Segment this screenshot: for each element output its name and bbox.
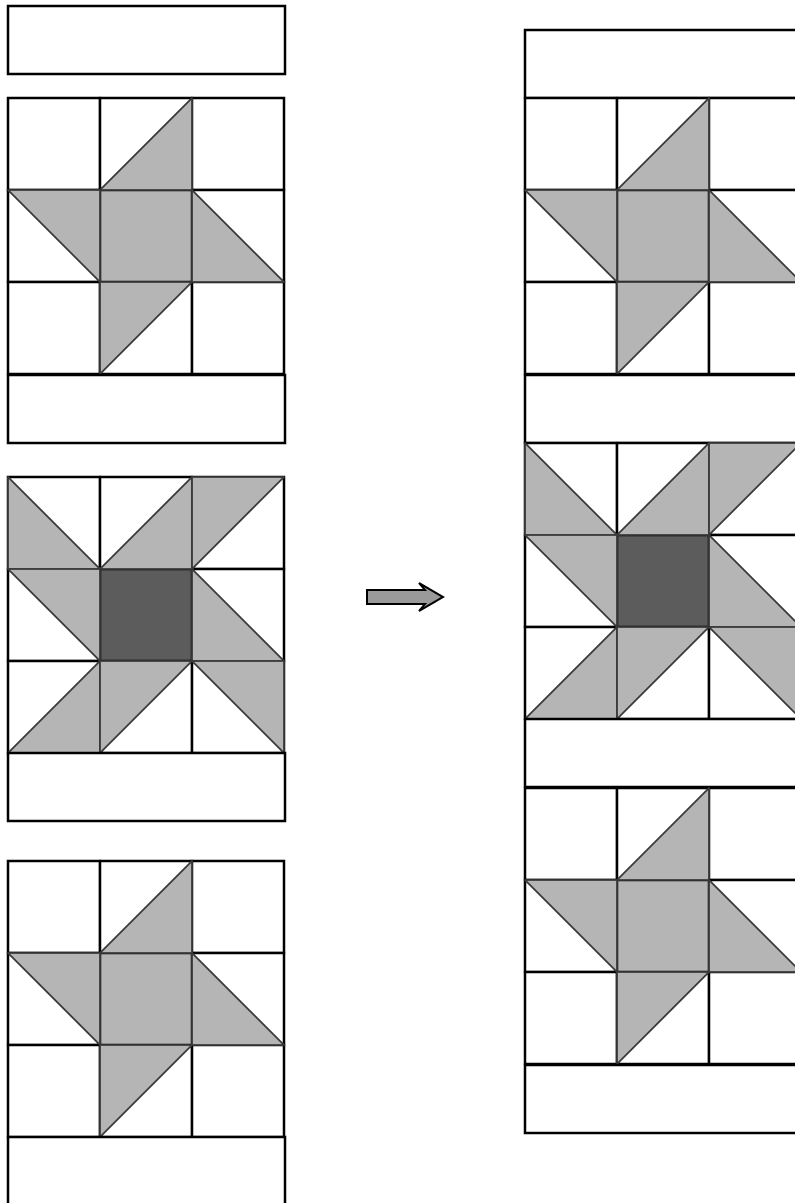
sashing-strip [8, 753, 285, 821]
block-cell [525, 282, 617, 374]
quilt-block-pinwheel-star-dark-center [8, 477, 284, 753]
block-cell [709, 788, 795, 880]
dark-center-square [100, 569, 192, 661]
block-cell [192, 1045, 284, 1137]
light-center-square [100, 953, 192, 1045]
block-cell [192, 861, 284, 953]
sashing-strip [525, 719, 795, 787]
sashing-strip [8, 375, 285, 443]
block-cell [709, 282, 795, 374]
sashing-strip [525, 375, 795, 443]
block-cell [8, 861, 100, 953]
left-column-pieces [8, 6, 285, 1203]
sashing-strip [525, 30, 795, 98]
sashing-strip [525, 1065, 795, 1133]
quilt-block-sawtooth-star [525, 98, 795, 374]
sashing-strip [8, 6, 285, 74]
quilt-block-sawtooth-star [8, 98, 284, 374]
quilt-block-pinwheel-star-dark-center [525, 443, 795, 719]
block-cell [525, 788, 617, 880]
block-cell [192, 98, 284, 190]
block-cell [709, 972, 795, 1064]
block-cell [192, 282, 284, 374]
block-cell [8, 98, 100, 190]
dark-center-square [617, 535, 709, 627]
right-column-assembled [525, 30, 795, 1133]
block-cell [525, 972, 617, 1064]
block-cell [8, 1045, 100, 1137]
quilt-block-sawtooth-star [525, 788, 795, 1064]
light-center-square [617, 190, 709, 282]
block-cell [709, 98, 795, 190]
light-center-square [100, 190, 192, 282]
block-cell [8, 282, 100, 374]
quilt-block-sawtooth-star [8, 861, 284, 1137]
right-arrow-icon [367, 583, 443, 611]
block-cell [525, 98, 617, 190]
light-center-square [617, 880, 709, 972]
sashing-strip [8, 1137, 285, 1203]
